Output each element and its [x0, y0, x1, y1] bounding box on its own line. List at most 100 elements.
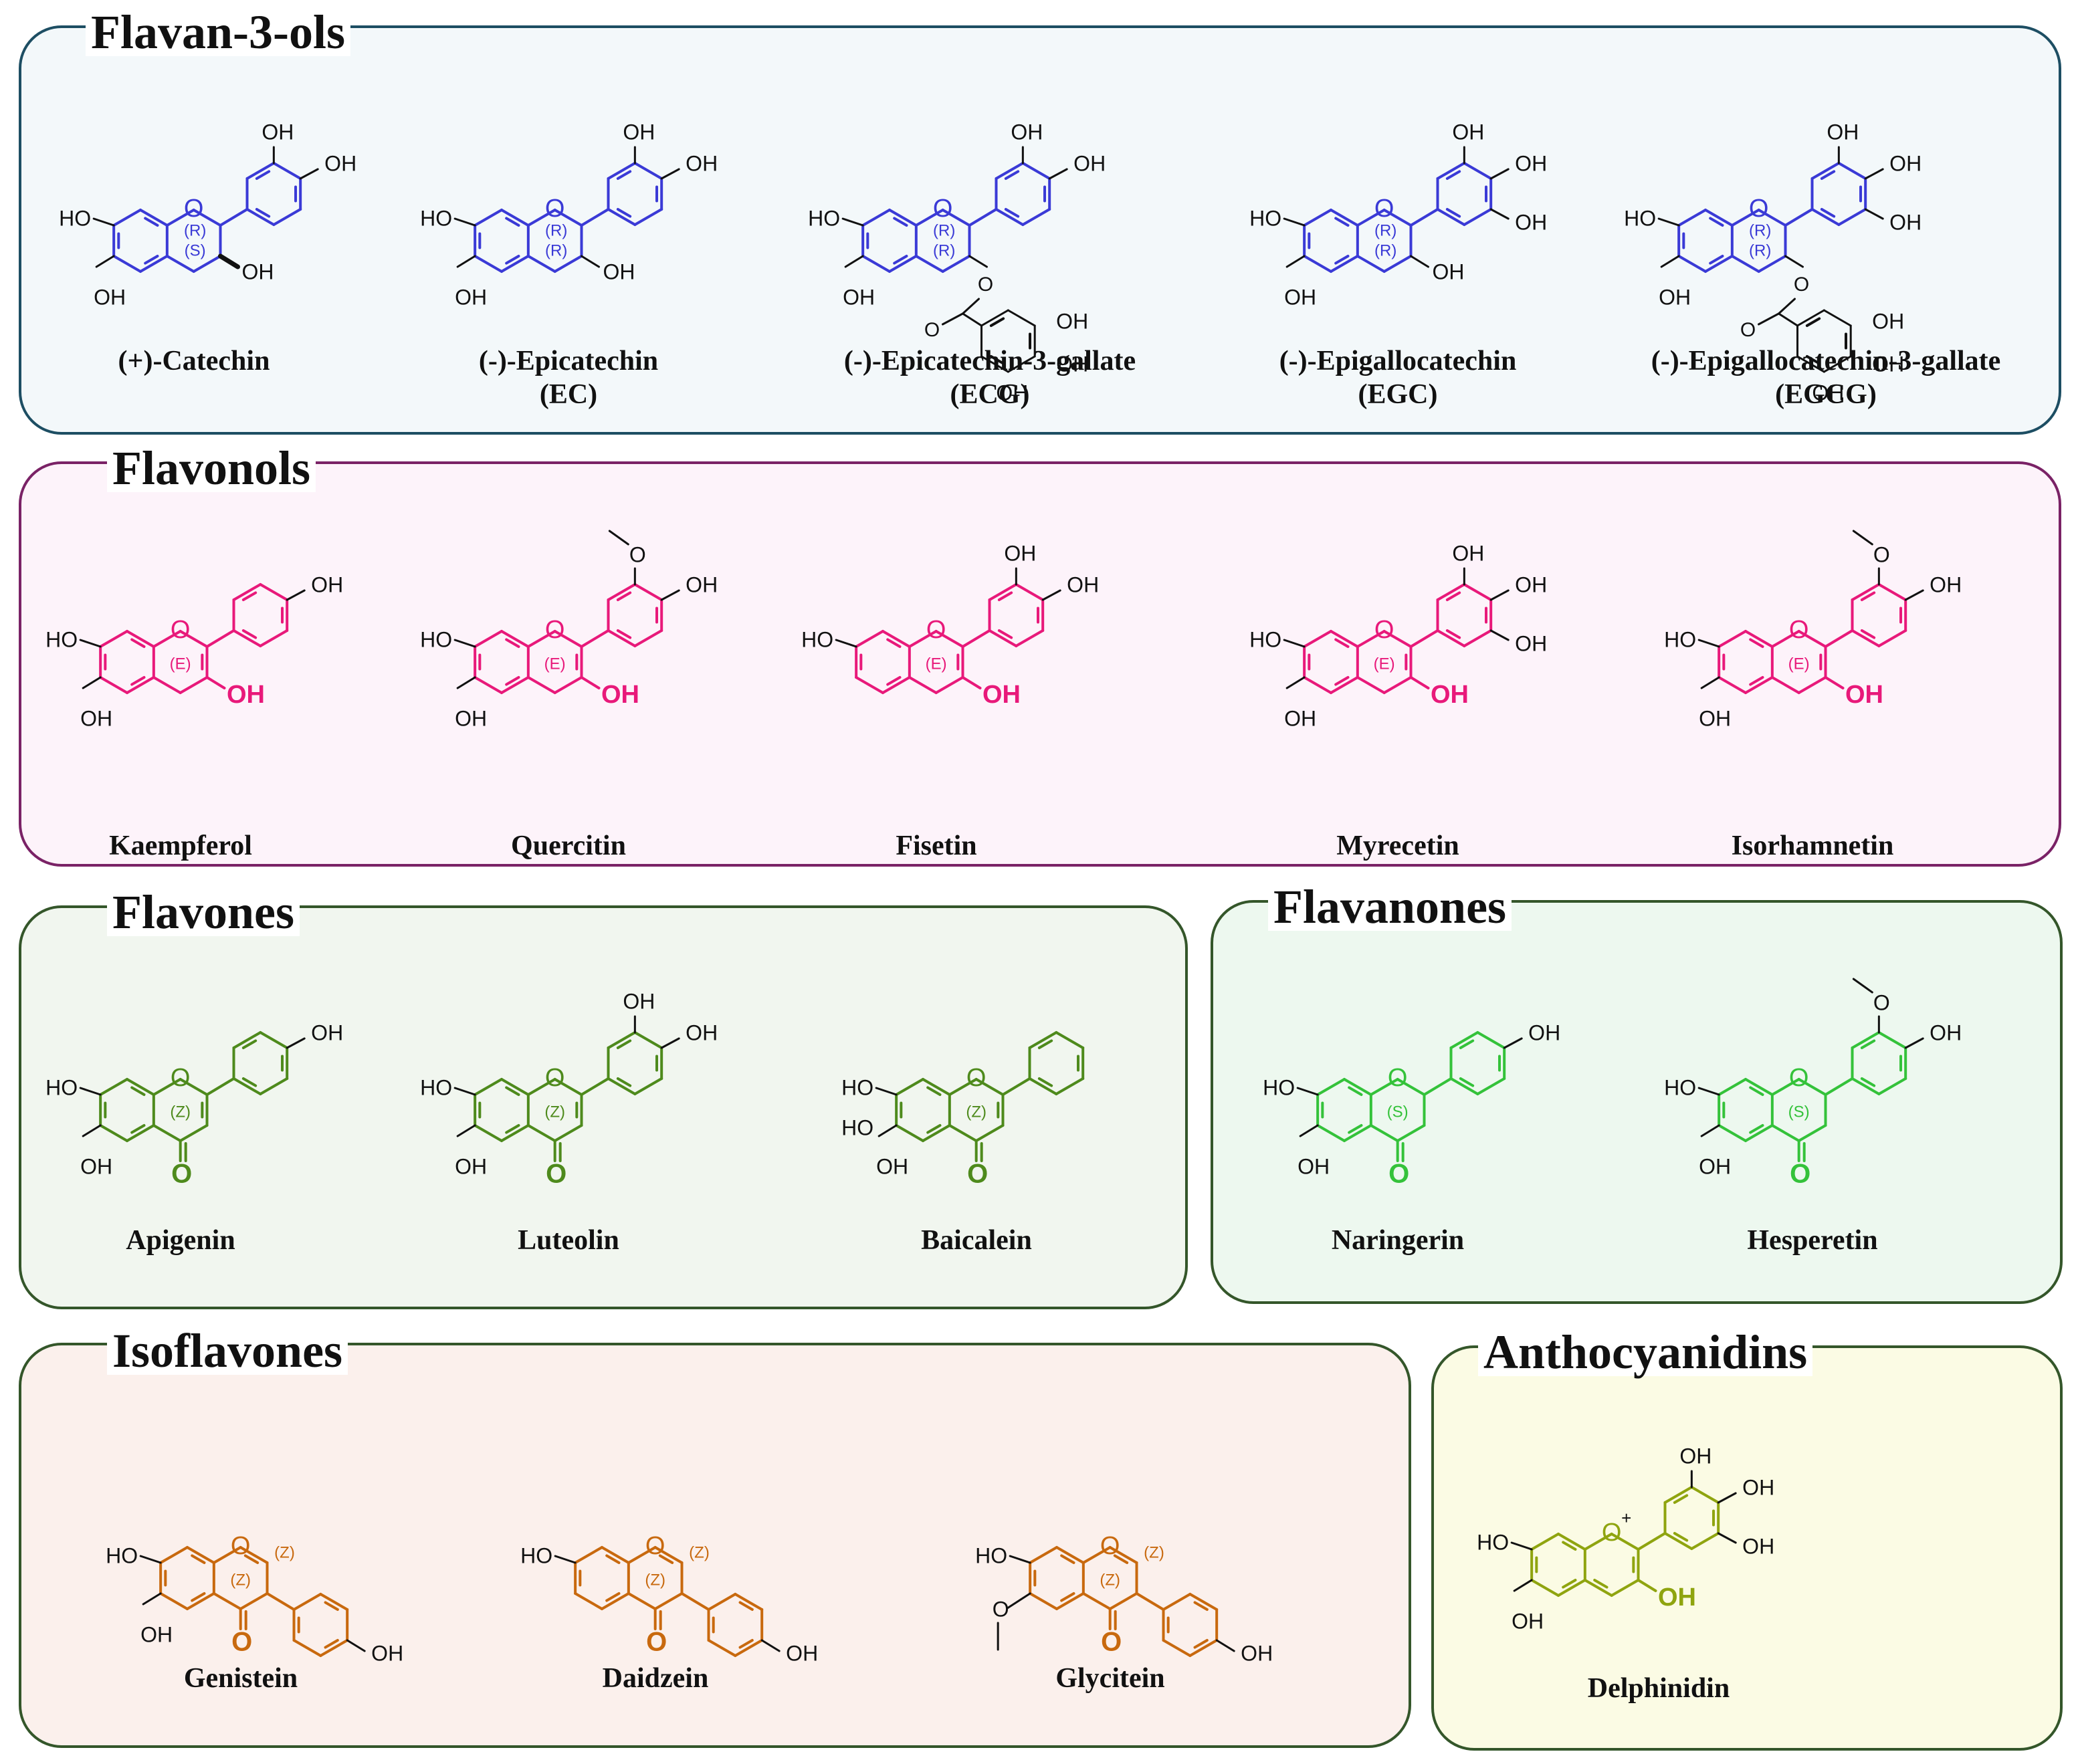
ring-c-bond: [1730, 255, 1760, 273]
ring-b-bond: [245, 162, 276, 180]
hydroxyl-label: OH: [1659, 285, 1691, 309]
ring-b-bond: [1188, 1639, 1219, 1657]
ring-a-bond: [126, 676, 155, 694]
double-bond: [605, 1592, 621, 1602]
carbonyl-oxygen: O: [1790, 1160, 1810, 1189]
double-bond: [605, 1554, 621, 1564]
double-bond: [1805, 355, 1821, 365]
stereo-descriptor: (R): [1374, 221, 1396, 239]
ring-b-bond: [607, 629, 637, 647]
double-bond: [658, 1554, 674, 1564]
ring-link-bond: [1423, 1077, 1453, 1096]
ring-c-bond: [1730, 209, 1760, 227]
carbonyl-oxygen: O: [967, 1160, 988, 1189]
compound-name-text: Naringerin: [1331, 1225, 1465, 1256]
stereo-descriptor: (E): [926, 655, 947, 673]
double-bond: [1562, 1579, 1577, 1589]
substituent-bond: [95, 255, 115, 268]
double-bond: [241, 629, 257, 639]
double-bond: [1459, 1039, 1475, 1049]
hydroxyl-label: OH: [603, 259, 635, 284]
stereo-bond: [1784, 255, 1804, 268]
double-bond: [241, 1077, 257, 1087]
ring-b-bond: [1476, 1077, 1506, 1095]
substituent-bond: [1513, 1579, 1533, 1592]
ring-c-bond: [1770, 1078, 1800, 1096]
double-bond: [1037, 1077, 1053, 1087]
ring-c-bond: [212, 1592, 242, 1610]
ring-b-bond: [1021, 208, 1051, 226]
ester-oxygen: O: [978, 273, 993, 296]
hydroxyl-label: OH: [262, 120, 294, 144]
ring-a-bond: [1316, 1078, 1346, 1096]
hydroxyl-label: OH: [242, 259, 274, 284]
ring-c-bond: [914, 209, 944, 227]
gallate-ring-bond: [1823, 309, 1852, 327]
hydroxyl-label: HO: [59, 206, 91, 230]
stereo-descriptor: (S): [1387, 1103, 1409, 1121]
double-bond: [255, 170, 271, 180]
ring-b-bond: [292, 1593, 322, 1611]
panel-flavanones: [1211, 900, 2063, 1304]
ring-b-bond: [259, 629, 289, 647]
ring-a-bond: [1055, 1546, 1085, 1564]
ring-link-bond: [1637, 1532, 1667, 1551]
ring-a-bond: [126, 1124, 155, 1142]
panel-isoflavones: [19, 1343, 1411, 1748]
double-bond: [1348, 1086, 1363, 1096]
substituent-bond: [1700, 676, 1720, 689]
ring-a-bond: [500, 209, 530, 227]
double-bond: [893, 255, 908, 265]
hydroxyl-label: HO: [1249, 206, 1281, 230]
double-bond: [1334, 217, 1350, 227]
stereo-descriptor: (Z): [170, 1103, 191, 1121]
ring-a-bond: [99, 630, 128, 648]
double-bond: [616, 208, 632, 218]
ring-c-bond: [1108, 1546, 1138, 1564]
ring-link-bond: [680, 1592, 710, 1611]
substituent-bond: [1009, 1555, 1031, 1564]
ring-a-bond: [139, 209, 169, 227]
ester-bond: [1778, 298, 1796, 315]
substituent-bond: [875, 1087, 898, 1096]
compound-name: Baicalein: [836, 1224, 1117, 1257]
double-bond: [1445, 208, 1461, 218]
ring-b-bond: [1436, 583, 1466, 601]
hydroxyl-label: OH: [455, 1154, 487, 1178]
ring-c-bond: [1108, 1592, 1138, 1610]
carbonyl-bond: [942, 312, 964, 326]
ring-a-bond: [1557, 1533, 1586, 1551]
hydroxyl-label: OH: [1004, 541, 1036, 565]
substituent-bond: [580, 676, 601, 689]
compound-name-text: Myrecetin: [1336, 831, 1459, 861]
ring-c-bond: [1382, 676, 1413, 694]
ring-b-bond: [1449, 1077, 1479, 1095]
substituent-bond: [456, 255, 476, 268]
compound-name: (-)-Epicatechin-3-gallate(ECG): [803, 344, 1177, 411]
gallate-ring-bond: [1007, 309, 1036, 327]
double-bond: [505, 217, 520, 227]
ring-a-bond: [112, 255, 142, 273]
ring-a-bond: [1343, 1078, 1372, 1096]
carbonyl-oxygen: O: [231, 1628, 252, 1657]
hydroxyl-label: OH: [1452, 541, 1484, 565]
gallate-ring-bond: [1796, 355, 1825, 373]
compound-name: Naringerin: [1257, 1224, 1538, 1257]
ring-b-bond: [272, 162, 302, 180]
hydroxyl-label: OH: [80, 706, 112, 730]
ring-a-bond: [1303, 630, 1332, 648]
substituent-bond: [1697, 1087, 1720, 1096]
hydroxyl-label: OH: [324, 151, 356, 175]
compound-name-text: (-)-Epigallocatechin-3-gallate: [1651, 346, 2001, 376]
hydroxyl-label: OH: [1431, 681, 1469, 709]
double-bond: [255, 208, 271, 218]
hydroxyl-label: HO: [420, 206, 452, 230]
